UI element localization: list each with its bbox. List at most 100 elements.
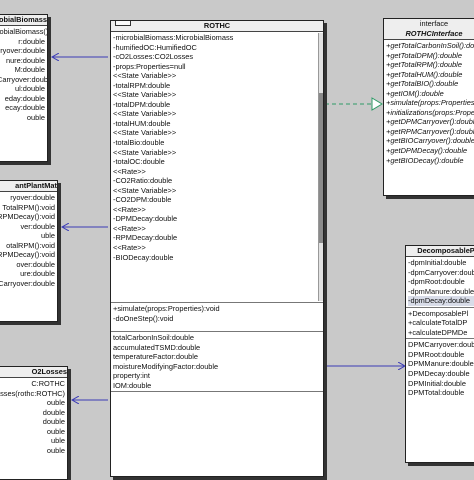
property-line: DPMInitial:double: [408, 378, 466, 388]
operation-line: +getBIODecay():double: [386, 155, 464, 165]
class-name: ROTHCInterface: [405, 29, 463, 38]
class-member: RPMDecay():void: [0, 212, 55, 222]
class-member: ouble: [26, 112, 45, 122]
attribute-line: -CO2Ratio:double: [113, 176, 173, 186]
attribute-line: -totalBio:double: [113, 138, 165, 148]
attribute-line: -microbialBiomass:MicrobialBiomass: [113, 33, 234, 42]
class-member: ryover:double: [0, 46, 45, 56]
scrollbar-thumb[interactable]: [319, 93, 323, 243]
attribute-line: -totalDPM:double: [113, 99, 171, 109]
class-member: uble: [51, 436, 65, 446]
attribute-line: <<State Variable>>: [113, 71, 177, 81]
attribute-line: -props:Properties=null: [113, 61, 186, 71]
class-member: sses(rothc:ROTHC): [0, 388, 65, 398]
property-line: DPMDecay:double: [408, 369, 470, 379]
class-member: ul:double: [15, 84, 45, 94]
attribute-line: <<State Variable>>: [113, 90, 177, 100]
property-line: DPMRoot:double: [408, 349, 465, 359]
class-member: double: [42, 407, 65, 417]
attribute-line: -dpmInitial:double: [408, 258, 467, 267]
class-member: robialBiomass(): [0, 27, 48, 36]
attribute-line: -CO2DPM:double: [113, 195, 172, 205]
attribute-line: <<Rate>>: [113, 243, 146, 253]
operation-line: +simulate(props:Properties):void: [113, 304, 220, 313]
operation-line: +simulate(props:Properties: [386, 98, 474, 108]
realization-arrowhead: [371, 97, 383, 111]
operation-line: +DecomposablePl: [408, 308, 469, 318]
class-member: ouble: [46, 398, 65, 408]
property-line: accumulatedTSMD:double: [113, 342, 201, 352]
operation-line: +calculateDPMDe: [408, 327, 468, 337]
attribute-line: -dpmRoot:double: [408, 277, 465, 287]
class-member: nure:double: [5, 55, 45, 65]
class-member: TotalRPM():void: [2, 202, 55, 212]
class-member: C:ROTHC: [31, 379, 65, 388]
operation-line: +getTotalBIO():double: [386, 79, 459, 89]
operation-line: +getBIOCarryover():double: [386, 136, 474, 146]
class-decomposable[interactable]: DecomposableP -dpmInitial:double-dpmCarr…: [405, 245, 474, 463]
property-line: property:int: [113, 371, 150, 381]
class-member: eday:double: [4, 93, 45, 103]
operation-line: +getTotalHUM():double: [386, 69, 463, 79]
rothc-attributes: -microbialBiomass:MicrobialBiomass-humif…: [111, 32, 323, 303]
attribute-line: -cO2Losses:CO2Losses: [113, 52, 194, 62]
attribute-line: -humifiedOC:HumifiedOC: [113, 42, 197, 52]
attribute-line: -BIODecay:double: [113, 252, 174, 262]
operation-line: +getTotalDPM():double: [386, 50, 462, 60]
attribute-line: <<Rate>>: [113, 223, 146, 233]
class-member: RPMDecay():void: [0, 250, 55, 260]
decomposable-attributes: -dpmInitial:double-dpmCarryover:double-d…: [406, 257, 474, 308]
stereotype: interface: [419, 19, 449, 28]
attribute-line: -dpmCarryover:double: [408, 267, 474, 277]
class-member: over:double: [16, 259, 55, 269]
attribute-line: -totalRPM:double: [113, 80, 171, 90]
operation-line: +getRPMCarryover():double: [386, 126, 474, 136]
decomposable-operations: +DecomposablePl+calculateTotalDP+calcula…: [406, 308, 474, 340]
property-line: temperatureFactor:double: [113, 352, 199, 362]
property-line: IOM:double: [113, 380, 152, 390]
attribute-line: <<Rate>>: [113, 166, 146, 176]
class-rothc[interactable]: ROTHC -microbialBiomass:MicrobialBiomass…: [110, 20, 324, 477]
class-name: robialBiomass: [0, 15, 47, 26]
interface-operations: +getTotalCarbonInSoil():double+getTotalD…: [384, 40, 474, 166]
class-member: ouble: [46, 426, 65, 436]
class-member: ryover:double: [10, 193, 55, 202]
class-member: M:double: [14, 65, 45, 75]
class-name: antPlantMat: [0, 181, 57, 192]
property-line: DPMTotal:double: [408, 388, 465, 398]
class-member: r:double: [18, 36, 45, 46]
class-rothc-interface[interactable]: interface ROTHCInterface +getTotalCarbon…: [383, 18, 474, 196]
rothc-scrollbar[interactable]: [318, 33, 323, 301]
attribute-line: -RPMDecay:double: [113, 233, 178, 243]
class-name: DecomposableP: [406, 246, 474, 257]
attribute-line: <<State Variable>>: [113, 147, 177, 157]
class-member: double: [42, 417, 65, 427]
operation-line: -doOneStep():void: [113, 313, 174, 323]
operation-line: +getTotalCarbonInSoil():double: [386, 41, 474, 50]
operation-line: +getDPMDecay():double: [386, 146, 468, 156]
class-member: ver:double: [20, 221, 55, 231]
class-member: ouble: [46, 445, 65, 455]
attribute-line: <<State Variable>>: [113, 185, 177, 195]
class-member: Carryover:double: [0, 278, 55, 288]
class-member: otalRPM():void: [6, 240, 55, 250]
attribute-line: -dpmDecay:double: [408, 296, 474, 306]
property-line: DPMCarryover:double: [408, 340, 474, 350]
operation-line: +calculateTotalDP: [408, 318, 468, 328]
interface-header: interface ROTHCInterface: [384, 19, 474, 40]
operation-line: +getIOM():double: [386, 88, 444, 98]
class-member: ecay:double: [5, 103, 45, 113]
attribute-line: <<State Variable>>: [113, 128, 177, 138]
class-member: uble: [41, 231, 55, 241]
attribute-line: -dpmManure:double: [408, 286, 474, 296]
property-line: moistureModifyingFactor:double: [113, 361, 219, 371]
property-line: DPMManure:double: [408, 359, 474, 369]
operation-line: +getDPMCarryover():double: [386, 117, 474, 127]
